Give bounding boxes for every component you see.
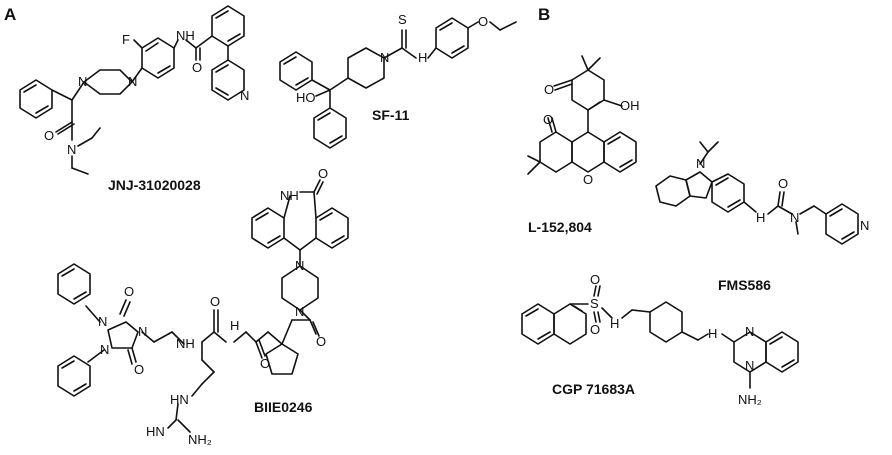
- atom-o: O: [778, 176, 788, 191]
- atom-n: N: [745, 324, 754, 339]
- atom-o: O: [316, 334, 326, 349]
- atom-n: N: [240, 88, 249, 103]
- atom-f: F: [122, 32, 130, 47]
- atom-ho: HO: [296, 90, 316, 105]
- compound-name-fms: FMS586: [718, 277, 771, 293]
- atom-hn: HN: [146, 424, 165, 439]
- compound-name-jnj: JNJ-31020028: [108, 177, 201, 193]
- compound-name-biie: BIIE0246: [254, 399, 313, 415]
- atom-o: O: [260, 356, 270, 371]
- structure-cgp-71683a: O S O H H N N NH₂ CGP 71683A: [521, 272, 799, 407]
- atom-nh: NH: [280, 188, 299, 203]
- atom-n: N: [78, 74, 87, 89]
- atom-n: N: [295, 304, 304, 319]
- atom-n: N: [745, 358, 754, 373]
- atom-s: S: [398, 12, 407, 27]
- panel-label-b: B: [538, 5, 550, 24]
- atom-n: N: [790, 210, 799, 225]
- atom-h: H: [610, 316, 619, 331]
- atom-n: N: [138, 324, 147, 339]
- atom-hn: HN: [170, 392, 189, 407]
- atom-n: N: [98, 314, 107, 329]
- atom-o: O: [478, 14, 488, 29]
- structure-l-152-804: O OH O O L-152,804: [527, 55, 640, 235]
- atom-h: H: [708, 326, 717, 341]
- atom-n: N: [295, 258, 304, 273]
- structure-fms586: N H O N N FMS586: [655, 141, 869, 293]
- atom-nh: NH: [176, 28, 195, 43]
- atom-o: O: [192, 60, 202, 75]
- atom-o: O: [134, 362, 144, 377]
- atom-o: O: [44, 128, 54, 143]
- atom-o: O: [590, 322, 600, 337]
- atom-n: N: [67, 142, 76, 157]
- structure-biie0246: NH O N N O H O O NH N N N O O HN HN NH₂ …: [57, 166, 349, 447]
- atom-nh: NH: [176, 336, 195, 351]
- atom-n: N: [380, 50, 389, 65]
- atom-o: O: [210, 294, 220, 309]
- atom-o: O: [590, 272, 600, 287]
- atom-oh: OH: [620, 98, 640, 113]
- atom-n: N: [696, 156, 705, 171]
- atom-o: O: [124, 284, 134, 299]
- compound-name-cgp: CGP 71683A: [552, 381, 635, 397]
- atom-s: S: [590, 296, 599, 311]
- atom-n: N: [100, 342, 109, 357]
- atom-o: O: [544, 82, 554, 97]
- atom-o: O: [318, 166, 328, 181]
- atom-o: O: [543, 112, 553, 127]
- atom-o: O: [583, 172, 593, 187]
- atom-nh2: NH₂: [738, 392, 762, 407]
- atom-nh: H: [230, 318, 239, 333]
- compound-name-sf11: SF-11: [372, 107, 410, 123]
- compound-name-l152: L-152,804: [528, 219, 592, 235]
- structure-sf-11: N S H O HO SF-11: [279, 12, 517, 149]
- atom-n: N: [128, 74, 137, 89]
- atom-nh: H: [418, 50, 427, 65]
- atom-n: N: [860, 218, 869, 233]
- atom-h: H: [756, 210, 765, 225]
- structure-jnj-31020028: F N N NH O N O N JNJ-31020028: [19, 5, 249, 193]
- panel-label-a: A: [4, 5, 16, 24]
- atom-nh2: NH₂: [188, 432, 212, 447]
